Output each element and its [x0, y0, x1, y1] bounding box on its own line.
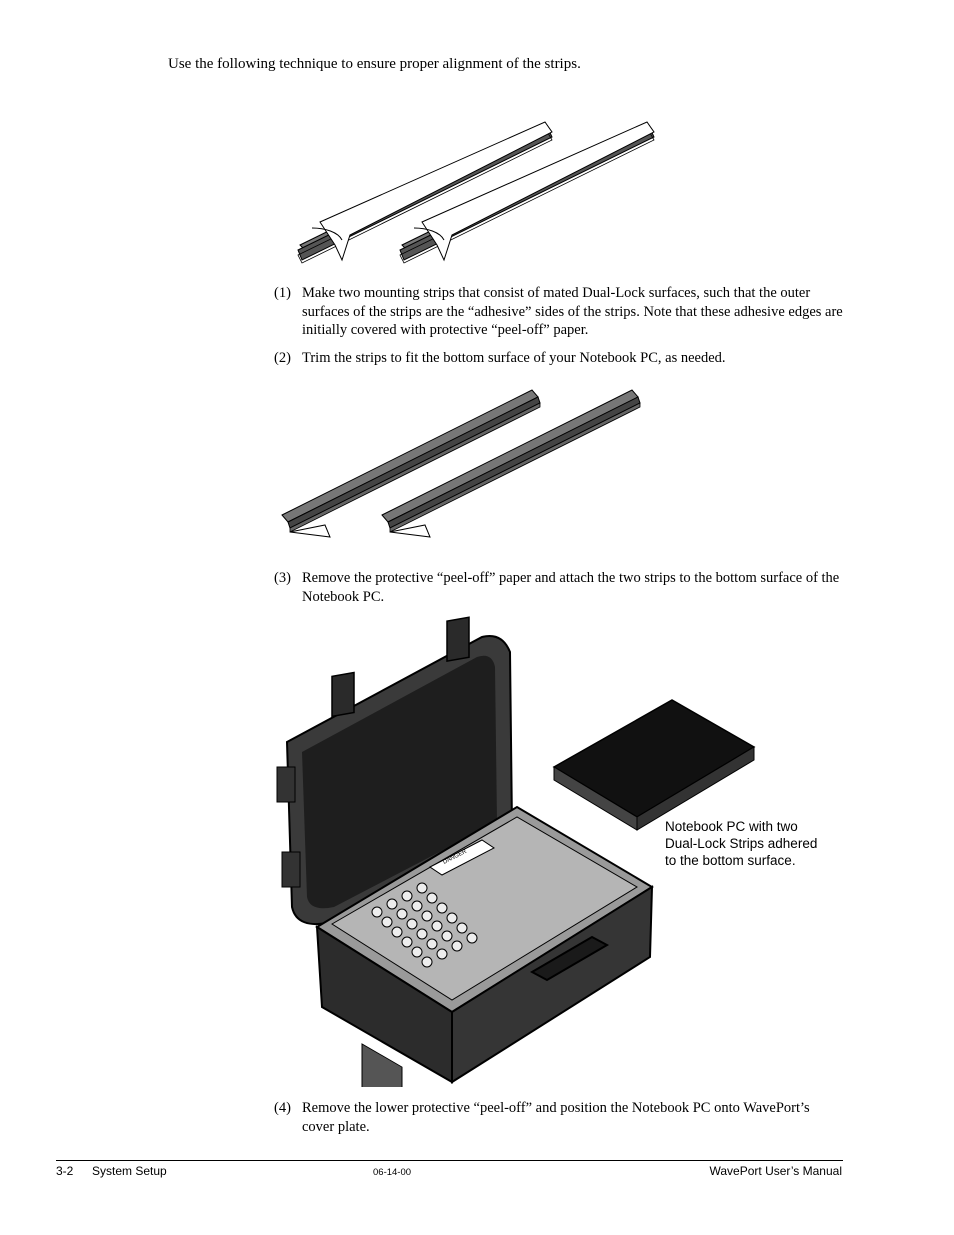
callout-line: Notebook PC with two [665, 819, 798, 834]
callout-line: Dual-Lock Strips adhered [665, 836, 818, 851]
step-number: (1) [274, 285, 291, 301]
notebook-callout: Notebook PC with two Dual-Lock Strips ad… [665, 818, 855, 869]
strip-1 [281, 389, 541, 538]
step-number: (4) [274, 1100, 291, 1116]
step-text: Remove the protective “peel-off” paper a… [302, 570, 840, 605]
step-3: (3) Remove the protective “peel-off” pap… [274, 569, 844, 606]
waveport-case-figure: DANGER [276, 616, 756, 1087]
footer-rule [56, 1160, 843, 1161]
step-2: (2) Trim the strips to fit the bottom su… [274, 349, 844, 368]
bnc-connector-array [371, 882, 478, 968]
case-base: DANGER [315, 805, 654, 1087]
footer-date: 06-14-00 [373, 1167, 412, 1178]
strips-without-peel-off-figure [281, 389, 641, 538]
strip-2 [381, 389, 641, 538]
footer-manual-title: WavePort User’s Manual [709, 1164, 843, 1178]
step-text: Trim the strips to fit the bottom surfac… [302, 350, 726, 366]
strip-1 [297, 121, 553, 264]
step-number: (2) [274, 350, 291, 366]
step-number: (3) [274, 570, 291, 586]
step-4: (4) Remove the lower protective “peel-of… [274, 1099, 844, 1136]
case-handle [529, 935, 610, 982]
footer-section: System Setup [92, 1164, 167, 1178]
callout-line: to the bottom surface. [665, 853, 796, 868]
intro-paragraph: Use the following technique to ensure pr… [168, 56, 581, 72]
step-text: Remove the lower protective “peel-off” a… [302, 1100, 810, 1135]
step-text: Make two mounting strips that consist of… [302, 285, 843, 338]
fan-grille [361, 1043, 403, 1087]
notebook-pc [552, 699, 756, 831]
strips-with-peel-off-figure [297, 121, 655, 264]
step-1: (1) Make two mounting strips that consis… [274, 284, 844, 340]
footer-page-number: 3-2 [56, 1164, 74, 1178]
strip-2 [399, 121, 655, 264]
